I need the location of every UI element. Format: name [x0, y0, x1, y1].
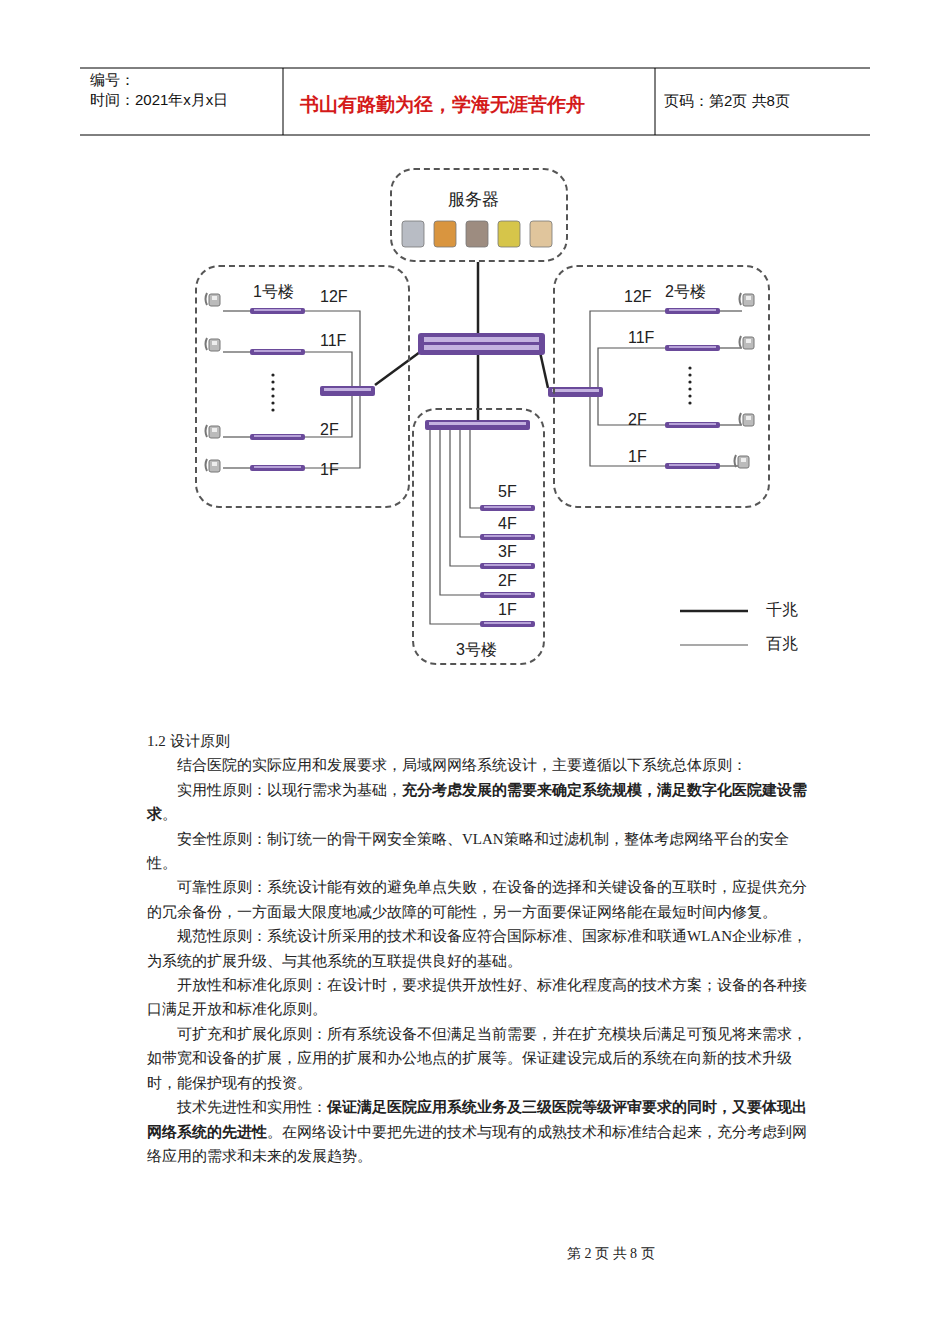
paragraph: 规范性原则：系统设计所采用的技术和设备应符合国际标准、国家标准和联通WLAN企业…	[147, 924, 811, 973]
ellipsis-dots	[271, 366, 691, 411]
body-run: 实用性原则：以现行需求为基础，	[177, 782, 402, 798]
floor-label: 1F	[498, 601, 517, 619]
floor-label: 2F	[628, 411, 647, 429]
body-run: 可扩充和扩展化原则：所有系统设备不但满足当前需要，并在扩充模块后满足可预见将来需…	[147, 1026, 807, 1091]
floor-switch: 1F	[498, 601, 517, 619]
body-run: 规范性原则：系统设计所采用的技术和设备应符合国际标准、国家标准和联通WLAN企业…	[147, 928, 807, 968]
body-run: 安全性原则：制订统一的骨干网安全策略、VLAN策略和过滤机制，整体考虑网络平台的…	[147, 831, 789, 871]
floor-label: 3F	[498, 543, 517, 561]
floor-label: 2F	[320, 421, 339, 439]
paragraph: 开放性和标准化原则：在设计时，要求提供开放性好、标准化程度高的技术方案；设备的各…	[147, 973, 811, 1022]
group-title: 2号楼	[665, 282, 706, 303]
floor-switch: 11F	[628, 329, 655, 347]
body-run: 可靠性原则：系统设计能有效的避免单点失败，在设备的选择和关键设备的互联时，应提供…	[147, 879, 807, 919]
body-run: 结合医院的实际应用和发展要求，局域网网络系统设计，主要遵循以下系统总体原则：	[177, 757, 747, 773]
paragraph: 安全性原则：制订统一的骨干网安全策略、VLAN策略和过滤机制，整体考虑网络平台的…	[147, 827, 811, 876]
header-rules	[80, 68, 870, 135]
building-group: 服务器	[390, 168, 568, 262]
floor-label: 12F	[320, 288, 348, 306]
body-text: 1.2 设计原则结合医院的实际应用和发展要求，局域网网络系统设计，主要遵循以下系…	[147, 729, 811, 1168]
floor-switch: 1F	[320, 461, 339, 479]
building-group: 1号楼 12F 11F 2F 1F	[195, 265, 410, 508]
gigabit-links	[375, 262, 748, 611]
paragraph: 技术先进性和实用性：保证满足医院应用系统业务及三级医院等级评审要求的同时，又要体…	[147, 1095, 811, 1168]
building-group: 2号楼 12F 11F 2F 1F	[553, 265, 770, 508]
floor-switch: 2F	[320, 421, 339, 439]
floor-switch: 5F	[498, 483, 517, 501]
floor-label: 1F	[320, 461, 339, 479]
floor-switch: 12F	[320, 288, 348, 306]
floor-switch: 4F	[498, 515, 517, 533]
fast-ethernet-links	[223, 311, 748, 645]
group-title: 服务器	[448, 188, 499, 211]
floor-switch: 12F	[624, 288, 652, 306]
body-run: 技术先进性和实用性：	[177, 1099, 327, 1115]
header-field: 页码：第2页 共8页	[664, 92, 790, 111]
floor-label: 1F	[628, 448, 647, 466]
header-field: 编号：	[90, 71, 135, 90]
body-run: 开放性和标准化原则：在设计时，要求提供开放性好、标准化程度高的技术方案；设备的各…	[147, 977, 807, 1017]
group-title: 1号楼	[253, 282, 294, 303]
body-run: 。	[162, 806, 177, 822]
body-run: 1.2 设计原则	[147, 733, 230, 749]
legend-text: 百兆	[766, 634, 798, 655]
group-title: 3号楼	[456, 640, 497, 661]
floor-label: 11F	[628, 329, 655, 347]
floor-switch: 2F	[498, 572, 517, 590]
floor-label: 5F	[498, 483, 517, 501]
floor-switch: 11F	[320, 332, 347, 350]
paragraph: 1.2 设计原则	[147, 729, 811, 753]
floor-switch: 3F	[498, 543, 517, 561]
paragraph: 实用性原则：以现行需求为基础，充分考虑发展的需要来确定系统规模，满足数字化医院建…	[147, 778, 811, 827]
paragraph: 可扩充和扩展化原则：所有系统设备不但满足当前需要，并在扩充模块后满足可预见将来需…	[147, 1022, 811, 1095]
paragraph: 可靠性原则：系统设计能有效的避免单点失败，在设备的选择和关键设备的互联时，应提供…	[147, 875, 811, 924]
legend-text: 千兆	[766, 600, 798, 621]
core-switch	[418, 333, 545, 355]
floor-label: 11F	[320, 332, 347, 350]
server-icons	[402, 221, 552, 247]
floor-label: 2F	[498, 572, 517, 590]
floor-label: 4F	[498, 515, 517, 533]
page-footer: 第 2 页 共 8 页	[567, 1245, 655, 1263]
building-group: 3号楼 5F 4F 3F 2F 1F	[412, 408, 545, 665]
paragraph: 结合医院的实际应用和发展要求，局域网网络系统设计，主要遵循以下系统总体原则：	[147, 753, 811, 777]
header-field: 时间：2021年x月x日	[90, 91, 228, 110]
header-motto: 书山有路勤为径，学海无涯苦作舟	[300, 92, 585, 118]
floor-label: 12F	[624, 288, 652, 306]
floor-switch: 2F	[628, 411, 647, 429]
floor-switch: 1F	[628, 448, 647, 466]
